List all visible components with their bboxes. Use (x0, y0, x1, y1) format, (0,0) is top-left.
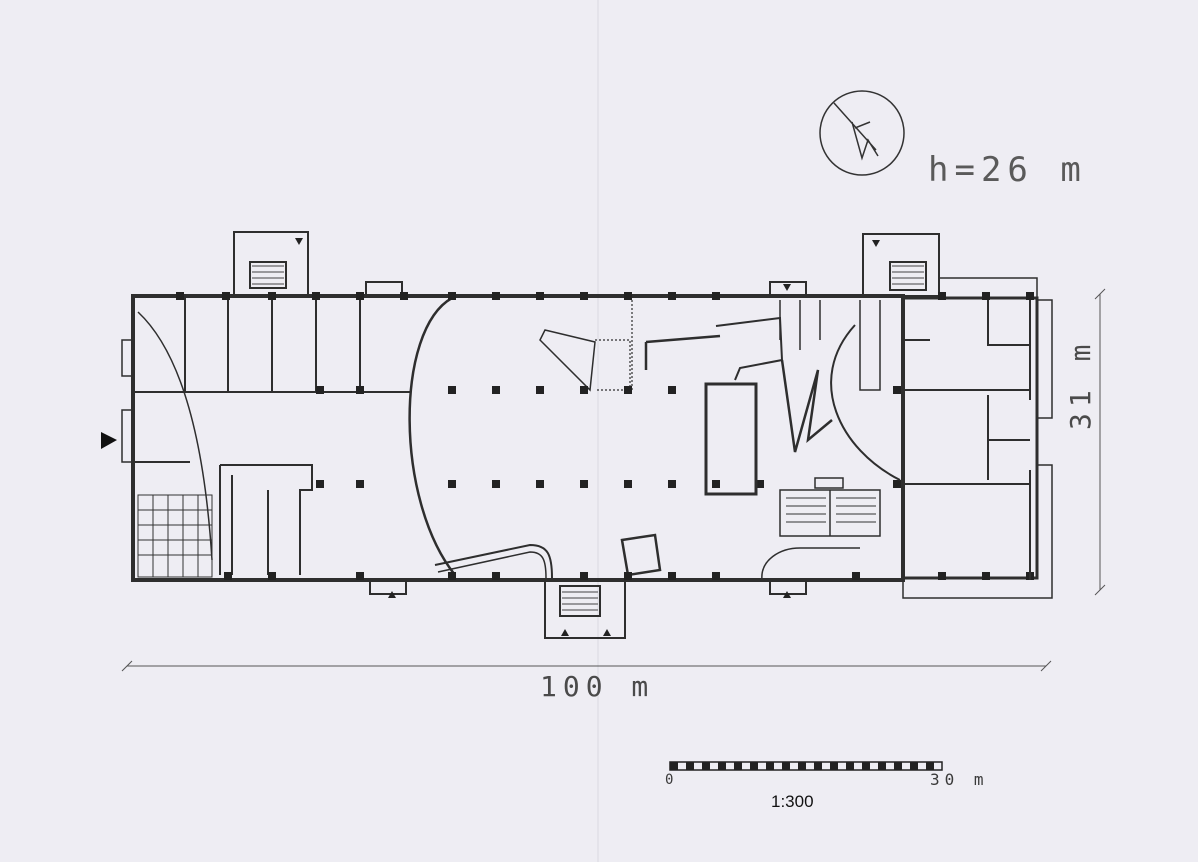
entrance-arrow-icon (101, 432, 117, 449)
central-hall (408, 296, 721, 579)
scale-start-label: 0 (665, 772, 674, 788)
grid-room (137, 494, 213, 578)
west-wing-rooms (121, 296, 410, 575)
door-markers (295, 238, 880, 636)
east-wing-rooms (903, 300, 1031, 580)
building-outline (131, 277, 1053, 599)
scale-bar (669, 761, 943, 771)
north-arrow-icon (819, 90, 905, 176)
fixtures (786, 497, 876, 523)
scale-ratio-label: 1:300 (771, 792, 814, 811)
scale-end-label: 30 m (930, 770, 989, 789)
depth-dimension-label: 31 m (1064, 338, 1097, 430)
width-dimension-label: 100 m (540, 670, 655, 703)
dimension-lines (121, 288, 1106, 672)
structural-columns (176, 292, 1034, 580)
east-section (704, 300, 901, 581)
height-label: h=26 m (928, 150, 1087, 190)
stair-treads (252, 265, 924, 611)
